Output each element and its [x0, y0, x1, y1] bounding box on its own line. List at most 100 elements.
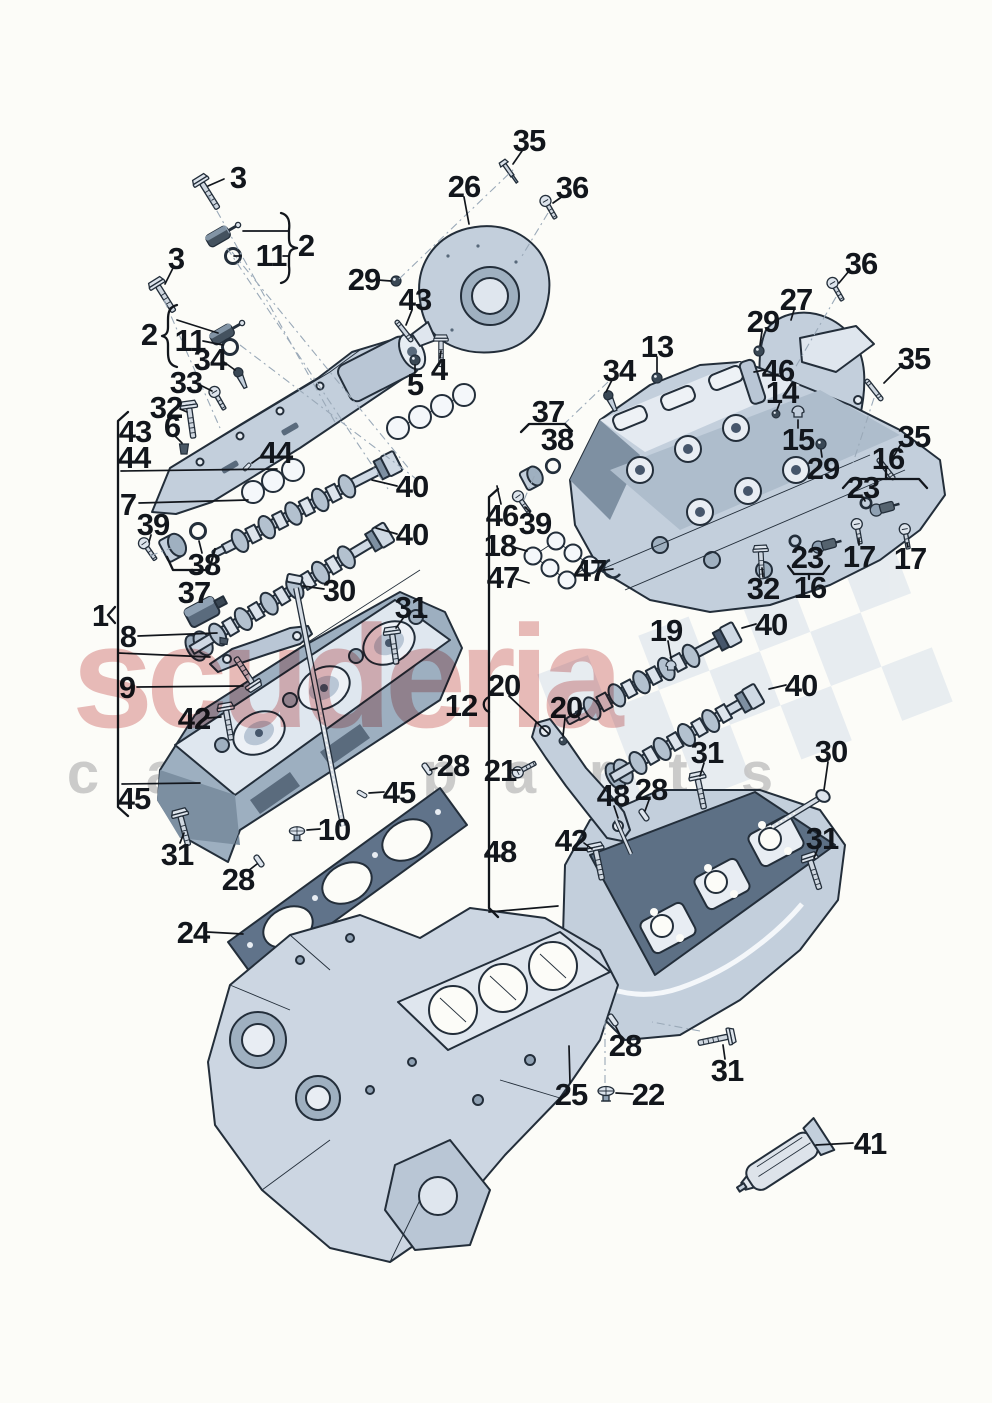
part-cylinder-head-right-upper-shape [651, 536, 669, 554]
part-oil-sensor-shape [184, 596, 215, 617]
callout-31: 31 [711, 1053, 744, 1088]
callout-39: 39 [137, 507, 170, 542]
part-cylinder-head-left-shape [348, 648, 364, 664]
part-camshaft-exhaust-right-shape [632, 670, 651, 695]
part-cam-end-cap-right-shape [526, 465, 544, 487]
callout-9: 9 [119, 670, 136, 705]
part-camshaft-exhaust-right-shape [595, 691, 614, 713]
flag-cell [780, 686, 852, 760]
callout-12: 12 [445, 688, 477, 723]
part-engine-block-shape [539, 953, 567, 979]
part-seal-rings-shape [281, 458, 305, 482]
part-valve-cover-shape [281, 422, 299, 436]
part-camshaft-exhaust-right-shape [719, 621, 743, 649]
leader-line [496, 485, 502, 505]
ball-icon [651, 372, 663, 384]
callout-8: 8 [120, 619, 137, 654]
part-camshaft-intake-right-shape [628, 751, 648, 775]
part-camshaft-exhaust-left-shape [379, 450, 404, 477]
callout-34: 34 [603, 353, 637, 388]
scuderia-watermark: scuderia [72, 595, 632, 758]
leader-line [605, 379, 613, 393]
callout-41: 41 [854, 1126, 887, 1161]
part-camshaft-intake-left-shape [233, 607, 254, 631]
leader-line [120, 468, 278, 472]
part-camshaft-exhaust-left-shape [230, 528, 250, 553]
watermark-brand-text: scuderia [72, 595, 625, 758]
leader-line [568, 1045, 571, 1084]
part-timing-cover-left-shape [450, 328, 454, 332]
callout-16: 16 [794, 570, 827, 605]
group-brace [160, 303, 179, 369]
callout-10: 10 [318, 812, 350, 847]
part-camshaft-intake-left-shape [221, 616, 240, 638]
part-camshaft-intake-left-shape [272, 585, 292, 607]
group-bracket [487, 487, 500, 919]
leader-line [753, 369, 765, 373]
leader-line [463, 196, 470, 225]
capnut-icon [178, 443, 190, 455]
part-camshaft-exhaust-left-shape [310, 487, 330, 513]
group-brace [279, 211, 299, 285]
callout-15: 15 [782, 422, 815, 457]
part-timing-cover-left-shape [514, 260, 518, 264]
part-camshaft-exhaust-left-shape [284, 501, 303, 526]
part-cylinder-head-right-upper-shape [610, 390, 900, 530]
part-seal-rings-shape [430, 394, 454, 418]
long-bolt-icon-shape-shape [285, 573, 304, 586]
callout-39: 39 [519, 506, 552, 541]
callout-48: 48 [597, 778, 630, 813]
leader-line [508, 695, 550, 735]
leader-line [613, 805, 619, 819]
part-seal-rings-shape [241, 480, 265, 504]
part-cylinder-head-right-lower-shape [704, 870, 728, 894]
part-camshaft-intake-right-shape [741, 683, 765, 710]
callout-13: 13 [641, 329, 674, 364]
callout-17: 17 [843, 539, 875, 574]
part-seal-chain-shape [580, 555, 600, 575]
leader-line [699, 762, 705, 777]
callout-30: 30 [323, 573, 355, 608]
insert-strip-icon [738, 358, 767, 405]
part-cylinder-head-right-lower-shape [730, 890, 738, 898]
group-brace [106, 605, 117, 625]
callout-31: 31 [691, 735, 724, 770]
part-seal-chain-shape [523, 546, 543, 566]
callout-27: 27 [780, 282, 812, 317]
stud-icon-shape [614, 819, 633, 855]
leader-line [890, 443, 902, 462]
callout-28: 28 [609, 1028, 642, 1063]
callout-4: 4 [431, 352, 449, 387]
part-valve-cover-shape [169, 349, 361, 469]
callout-43: 43 [119, 414, 152, 449]
part-head-gasket-left-shape [247, 942, 253, 948]
part-seal-rings-shape [452, 383, 476, 407]
guide-line [851, 397, 875, 467]
leader-line [439, 350, 442, 359]
group-bracket [116, 410, 130, 818]
callout-11: 11 [256, 238, 288, 273]
part-cam-end-cap-right [518, 465, 544, 491]
callout-14: 14 [766, 375, 800, 410]
callout-24: 24 [177, 915, 211, 950]
part-cylinder-head-right-lower-shape [650, 914, 674, 938]
callout-5: 5 [407, 367, 424, 402]
part-head-gasket-left-shape [312, 895, 318, 901]
leader-line [790, 309, 795, 321]
part-camshaft-exhaust-left-shape [257, 515, 277, 540]
callout-36: 36 [556, 170, 589, 205]
callout-26: 26 [448, 169, 481, 204]
part-seal-chain [523, 531, 622, 590]
callout-42: 42 [555, 823, 587, 858]
callout-17: 17 [894, 541, 926, 576]
part-cylinder-head-right-upper-shape [743, 486, 753, 496]
callout-47: 47 [487, 560, 519, 595]
part-timing-cover-left-shape [476, 244, 480, 248]
leader-line [199, 384, 213, 392]
leader-line [562, 717, 566, 737]
part-head-gasket-left-shape [372, 852, 378, 858]
part-timing-cover-left-shape [411, 321, 437, 347]
leader-line [368, 791, 385, 794]
part-cylinder-head-right-lower-shape [758, 821, 766, 829]
